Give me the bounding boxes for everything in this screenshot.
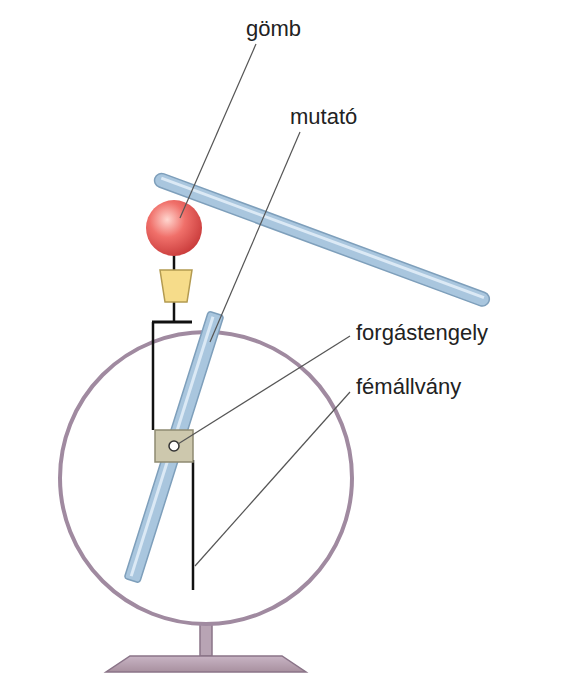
base-foot (106, 656, 306, 672)
pivot-block (155, 430, 193, 462)
part-label: forgástengely (356, 322, 488, 344)
part-label: mutató (290, 106, 357, 128)
leader-line (195, 392, 350, 566)
leader-line (180, 44, 256, 218)
leader-line (210, 132, 300, 342)
stand-top (152, 321, 192, 324)
part-label: gömb (246, 18, 301, 40)
charged-rod (153, 171, 492, 308)
pivot-axle (169, 441, 179, 451)
insulating-stopper (160, 270, 192, 302)
metal-stand (152, 322, 155, 430)
metal-stand (192, 460, 195, 590)
part-label: fémállvány (356, 376, 461, 398)
pointer-needle (124, 311, 223, 583)
base-stem (200, 624, 212, 656)
housing-ring (60, 332, 352, 624)
metal-ball (146, 200, 202, 256)
leader-line (178, 336, 350, 444)
